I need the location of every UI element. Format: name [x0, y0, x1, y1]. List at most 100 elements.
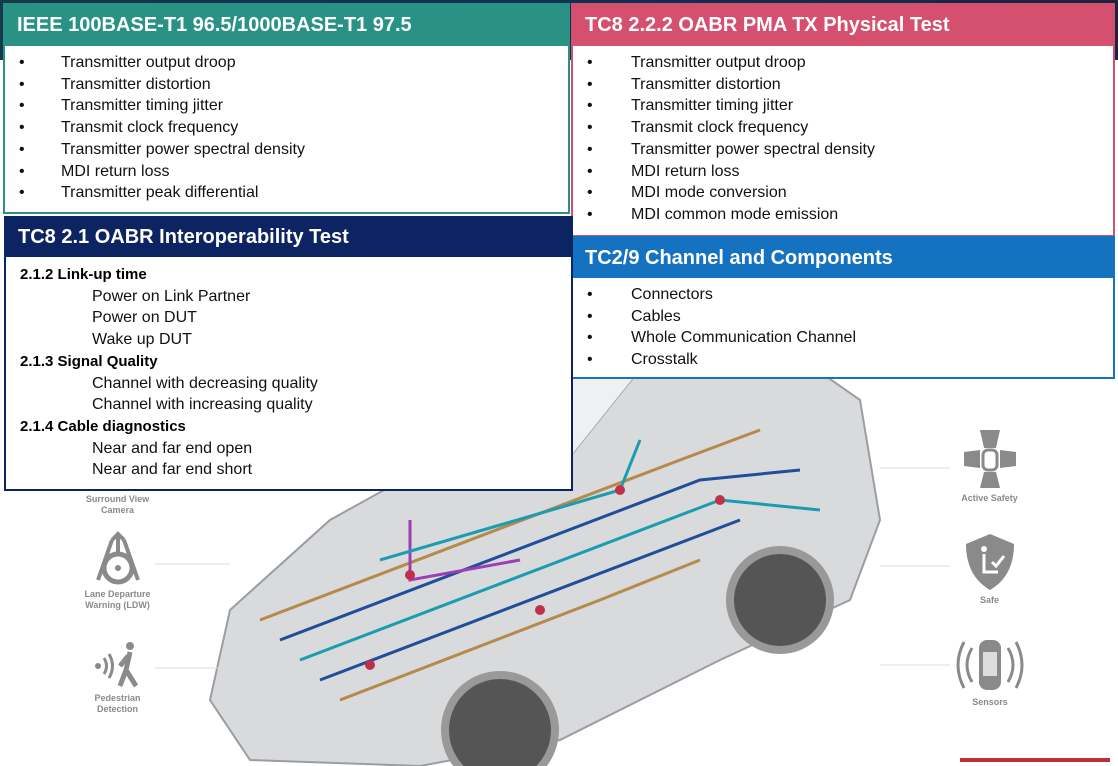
bullet-icon: • [587, 329, 593, 347]
list-item: • Transmitter timing jitter [5, 95, 568, 117]
list-item-text: Transmitter distortion [61, 75, 211, 93]
bottom-right-bracket [960, 758, 1110, 762]
list-item: • Transmitter output droop [5, 52, 568, 74]
list-item: Wake up DUT [92, 331, 192, 349]
list-item: • MDI return loss [5, 161, 568, 183]
sensors-feature: Sensors [945, 636, 1035, 708]
channel-panel-title: TC2/9 Channel and Components [573, 238, 1113, 278]
active-safety-feature: Active Safety [952, 428, 1027, 504]
list-item: • Transmitter timing jitter [573, 95, 1113, 117]
bullet-icon: • [587, 162, 593, 180]
bullet-icon: • [587, 140, 593, 158]
list-item: • Transmitter power spectral density [5, 139, 568, 161]
shield-icon [965, 534, 1014, 590]
list-item-text: MDI common mode emission [631, 205, 839, 223]
list-item: • Transmitter distortion [5, 74, 568, 96]
list-item: • Transmit clock frequency [573, 117, 1113, 139]
network-nodes [365, 485, 725, 670]
list-item-text: Transmitter output droop [631, 54, 806, 71]
rear-wheel [726, 546, 834, 654]
list-item-text: Whole Communication Channel [631, 329, 856, 347]
list-item: Channel with increasing quality [92, 396, 313, 414]
bullet-icon: • [19, 97, 25, 115]
bullet-icon: • [19, 119, 25, 137]
bullet-icon: • [19, 162, 25, 180]
list-item: • Transmitter output droop [573, 52, 1113, 74]
section-heading: 2.1.3 Signal Quality [20, 352, 158, 370]
pedestrian-icon [94, 642, 138, 688]
bullet-icon: • [19, 54, 25, 71]
pma-test-list: • Transmitter output droop • Transmitter di… [573, 46, 1113, 226]
bullet-icon: • [587, 119, 593, 137]
bullet-icon: • [587, 184, 593, 202]
interop-panel: TC8 2.1 OABR Interoperability Test 2.1.2… [4, 216, 573, 491]
list-item-text: Transmit clock frequency [61, 119, 239, 137]
list-item: Channel with decreasing quality [92, 374, 318, 392]
list-item-text: Transmit clock frequency [631, 119, 809, 137]
bullet-icon: • [19, 75, 25, 93]
feature-connector-lines [155, 467, 950, 669]
front-wheel [441, 671, 559, 766]
ieee-test-list: • Transmitter output droop • Transmitter di… [5, 46, 568, 204]
list-item: • MDI return loss [573, 161, 1113, 183]
pma-panel: TC8 2.2.2 OABR PMA TX Physical Test • Tra… [571, 3, 1115, 237]
list-item: • MDI mode conversion [573, 182, 1113, 204]
list-item-text: Transmitter power spectral density [61, 140, 305, 158]
list-item: • Connectors [573, 284, 1113, 306]
list-item: Near and far end open [92, 439, 253, 457]
channel-panel: TC2/9 Channel and Components • Connectors… [571, 236, 1115, 379]
channel-test-list: • Connectors • Cables • Whole Communication C… [573, 278, 1113, 371]
list-item-text: Transmitter output droop [61, 54, 236, 71]
list-item: Power on DUT [92, 309, 197, 327]
list-item: • Whole Communication Channel [573, 327, 1113, 349]
interop-panel-title: TC8 2.1 OABR Interoperability Test [6, 218, 571, 257]
car-sensors-icon [956, 640, 1024, 690]
list-item: • Transmitter distortion [573, 74, 1113, 96]
list-item-text: MDI return loss [61, 162, 170, 180]
list-item-text: Transmitter timing jitter [631, 97, 794, 115]
active-safety-label: Active Safety [961, 493, 1018, 503]
list-item-text: Transmitter power spectral density [631, 140, 875, 158]
list-item: Power on Link Partner [92, 287, 251, 305]
bullet-icon: • [587, 97, 593, 115]
list-item-text: MDI mode conversion [631, 184, 787, 202]
list-item: • Transmit clock frequency [5, 117, 568, 139]
list-item: • Crosstalk [573, 349, 1113, 371]
list-item-text: Transmitter distortion [631, 75, 781, 93]
list-item: • MDI common mode emission [573, 204, 1113, 226]
bullet-icon: • [587, 351, 593, 369]
bullet-icon: • [587, 205, 593, 223]
safe-feature: Safe [952, 532, 1027, 606]
section-heading: 2.1.2 Link-up time [20, 266, 147, 283]
pedestrian-detection-label: Pedestrian Detection [94, 693, 141, 714]
list-item: • Cables [573, 306, 1113, 328]
bullet-icon: • [587, 75, 593, 93]
lane-departure-feature: Lane Departure Warning (LDW) [75, 530, 160, 611]
bullet-icon: • [587, 307, 593, 325]
bullet-icon: • [19, 140, 25, 158]
list-item-text: Connectors [631, 286, 713, 303]
list-item-text: Transmitter timing jitter [61, 97, 224, 115]
list-item: • Transmitter peak differential [5, 182, 568, 204]
bullet-icon: • [587, 286, 593, 303]
active-safety-icon [963, 430, 1016, 488]
bullet-icon: • [587, 54, 593, 71]
list-item: Near and far end short [92, 461, 253, 479]
sensors-label: Sensors [972, 697, 1008, 707]
list-item: • Transmitter power spectral density [573, 139, 1113, 161]
steering-wheel-icon [95, 531, 140, 585]
ieee-panel-title: IEEE 100BASE-T1 96.5/1000BASE-T1 97.5 [5, 5, 568, 46]
surround-view-camera-label: Surround View Camera [85, 494, 150, 515]
section-heading: 2.1.4 Cable diagnostics [20, 417, 186, 435]
pma-panel-title: TC8 2.2.2 OABR PMA TX Physical Test [573, 5, 1113, 46]
lane-departure-label: Lane Departure Warning (LDW) [84, 589, 151, 610]
pedestrian-detection-feature: Pedestrian Detection [75, 640, 160, 715]
ieee-panel: IEEE 100BASE-T1 96.5/1000BASE-T1 97.5 • T… [3, 3, 570, 214]
list-item-text: MDI return loss [631, 162, 740, 180]
bullet-icon: • [19, 184, 25, 202]
list-item-text: Crosstalk [631, 351, 698, 369]
list-item-text: Cables [631, 307, 681, 325]
list-item-text: Transmitter peak differential [61, 184, 259, 202]
safe-label: Safe [979, 595, 999, 605]
